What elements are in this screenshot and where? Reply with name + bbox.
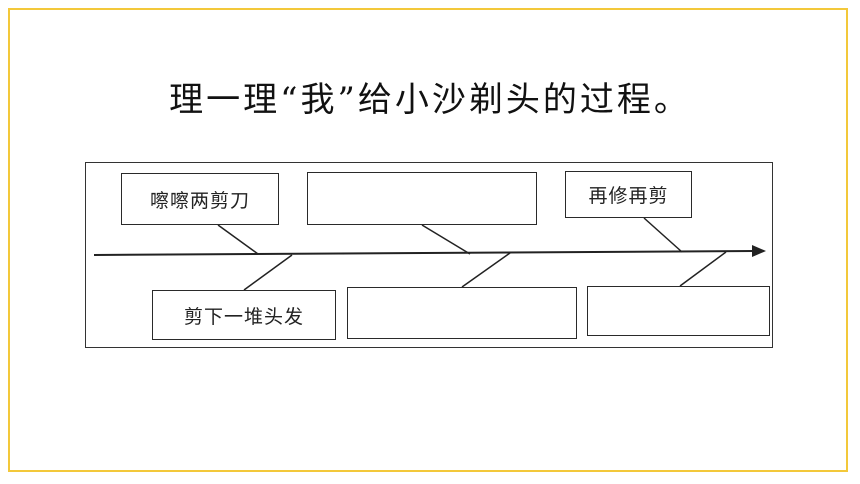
bottom-box-2-blank[interactable] [347,287,577,339]
branch-top-1 [217,224,259,255]
branch-bottom-2 [461,252,511,288]
fishbone-lines [93,217,766,291]
top-box-2-blank[interactable] [307,172,537,225]
branch-bottom-3 [679,251,727,287]
slide-frame [8,8,848,472]
bottom-box-1-text: 剪下一堆头发 [183,305,304,328]
spine-line [93,250,755,256]
top-box-3: 再修再剪 [565,171,692,218]
spine-arrowhead [752,245,766,257]
top-box-3-text: 再修再剪 [588,185,669,207]
bottom-box-3-blank[interactable] [587,286,770,336]
branch-top-3 [643,217,683,253]
top-box-1: 嚓嚓两剪刀 [121,173,279,225]
page-title: 理一理“我”给小沙剃头的过程。 [169,80,691,120]
bottom-box-1: 剪下一堆头发 [152,290,336,340]
fishbone-diagram: 嚓嚓两剪刀 再修再剪 剪下一堆头发 [85,162,773,348]
top-box-1-text: 嚓嚓两剪刀 [149,189,250,212]
branch-top-2 [421,224,471,255]
branch-bottom-1 [243,254,293,291]
